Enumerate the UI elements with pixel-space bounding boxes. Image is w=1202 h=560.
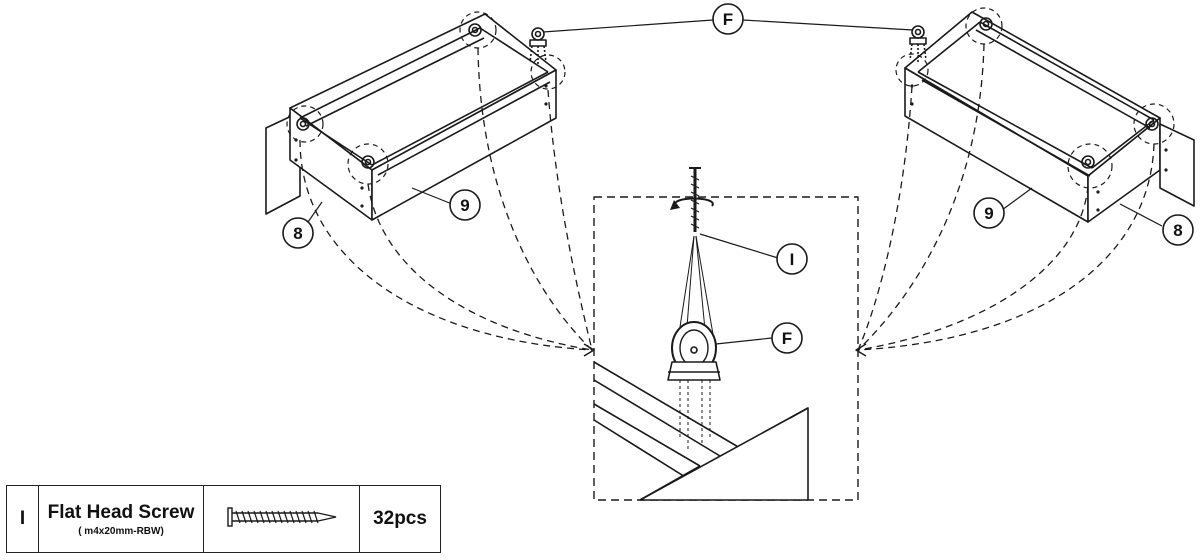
callout-screw: I xyxy=(776,243,808,275)
callout-screw-label: I xyxy=(790,250,795,269)
callout-right-side-panel-label: 8 xyxy=(1173,221,1182,240)
left-hanging-caster xyxy=(529,27,547,64)
screw-detail xyxy=(670,167,714,232)
callout-left-rail-label: 9 xyxy=(460,196,469,215)
left-box-long-side xyxy=(371,69,557,221)
hardware-spec: ( m4x20mm-RBW) xyxy=(78,525,164,537)
callout-left-side-panel-label: 8 xyxy=(293,224,302,243)
callout-caster-top-label: F xyxy=(723,10,733,29)
hardware-quantity: 32pcs xyxy=(359,485,441,553)
callout-left-rail: 9 xyxy=(449,189,481,221)
detail-view xyxy=(593,167,859,501)
callout-caster-detail: F xyxy=(771,322,803,354)
callout-right-rail-label: 9 xyxy=(984,204,993,223)
left-caster-group xyxy=(296,23,482,169)
hardware-name: Flat Head Screw xyxy=(47,501,195,523)
right-hanging-caster xyxy=(909,25,927,62)
hardware-image-cell xyxy=(203,485,360,553)
callout-right-rail: 9 xyxy=(973,197,1005,229)
caster-detail xyxy=(667,321,721,381)
left-drawer-assembly xyxy=(265,11,566,221)
right-caster-group xyxy=(979,17,1159,169)
flat-head-screw-icon xyxy=(226,506,336,527)
detail-frame xyxy=(593,196,859,501)
callout-right-side-panel: 8 xyxy=(1162,214,1194,246)
right-drawer-assembly xyxy=(895,7,1195,223)
callout-caster-detail-label: F xyxy=(782,329,792,348)
callout-left-side-panel: 8 xyxy=(282,217,314,249)
right-side-panel xyxy=(1159,123,1195,207)
hardware-code: I xyxy=(6,485,39,553)
hardware-name-cell: Flat Head Screw ( m4x20mm-RBW) xyxy=(38,485,204,553)
detail-arcs xyxy=(299,43,1155,351)
hardware-row: I Flat Head Screw ( m4x20mm-RBW) 32pcs xyxy=(6,485,441,553)
hardware-table: I Flat Head Screw ( m4x20mm-RBW) 32pcs xyxy=(6,485,441,553)
leader-lines xyxy=(307,19,1163,345)
callout-caster-top: F xyxy=(712,3,744,35)
